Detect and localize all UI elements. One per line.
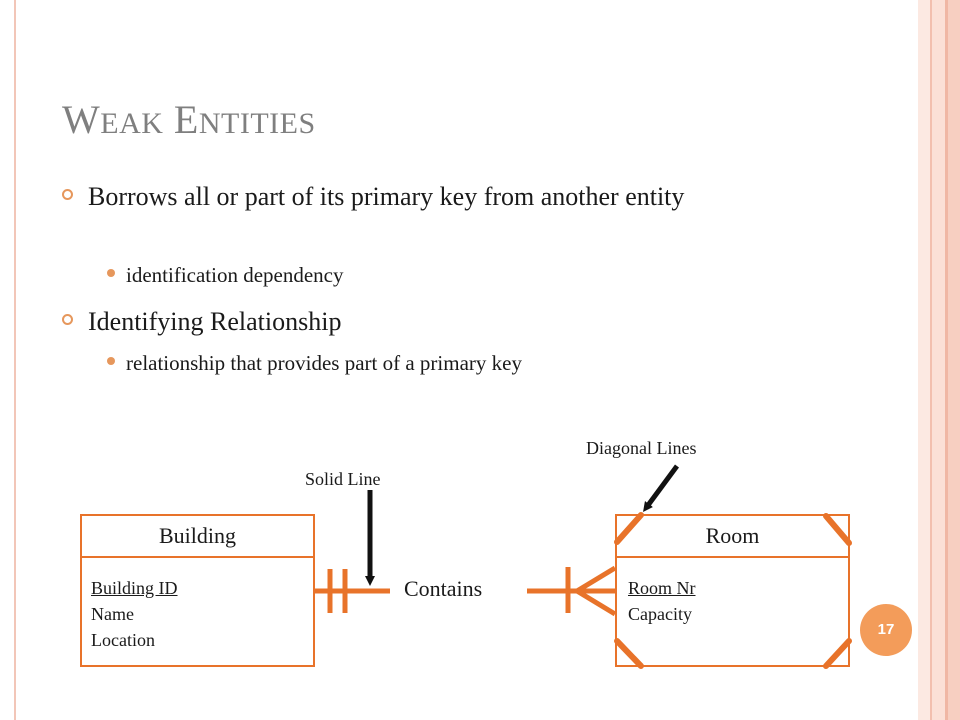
- bullet-1-text: Borrows all or part of its primary key f…: [88, 182, 685, 211]
- slide-title: WEAK ENTITIES: [62, 96, 316, 143]
- page-number-badge: 17: [860, 604, 912, 656]
- entity-name: Building: [82, 516, 313, 558]
- title-initial-1: W: [62, 97, 101, 142]
- title-rest-1: EAK: [100, 107, 164, 140]
- relationship-label: Contains: [404, 576, 483, 601]
- primary-key-attribute: Building ID: [91, 578, 178, 598]
- sub-bullet-1-text: identification dependency: [126, 263, 344, 287]
- attribute: Name: [91, 604, 134, 624]
- one-and-only-one-connector: [315, 569, 390, 613]
- diagonal-lines-label: Diagonal Lines: [586, 438, 697, 458]
- room-entity: Room Room Nr Capacity: [615, 514, 850, 667]
- title-initial-2: E: [173, 97, 199, 142]
- dot-bullet-icon: [107, 269, 115, 277]
- diagonal-lines-arrow: [643, 464, 680, 513]
- solid-line-label: Solid Line: [305, 469, 381, 489]
- building-entity: Building Building ID Name Location: [80, 514, 315, 667]
- crows-foot-connector: [527, 565, 617, 617]
- bullet-1: Borrows all or part of its primary key f…: [62, 178, 742, 216]
- dot-bullet-icon: [107, 357, 115, 365]
- attribute: Location: [91, 630, 155, 650]
- sub-bullet-2-text: relationship that provides part of a pri…: [126, 351, 522, 375]
- entity-attributes: Building ID Name Location: [82, 558, 313, 653]
- entity-attributes: Room Nr Capacity: [617, 558, 848, 627]
- primary-key-attribute: Room Nr: [628, 578, 696, 598]
- bullet-2: Identifying Relationship: [62, 303, 341, 341]
- ring-bullet-icon: [62, 189, 73, 200]
- sub-bullet-2: relationship that provides part of a pri…: [107, 349, 522, 377]
- bullet-2-text: Identifying Relationship: [88, 307, 342, 336]
- diagonal-corner-lines: [614, 512, 852, 669]
- attribute: Capacity: [628, 604, 692, 624]
- right-frame-bands: [918, 0, 960, 720]
- sub-bullet-1: identification dependency: [107, 261, 344, 289]
- left-frame-line: [14, 0, 16, 720]
- ring-bullet-icon: [62, 314, 73, 325]
- title-rest-2: NTITIES: [198, 107, 316, 140]
- entity-name: Room: [617, 516, 848, 558]
